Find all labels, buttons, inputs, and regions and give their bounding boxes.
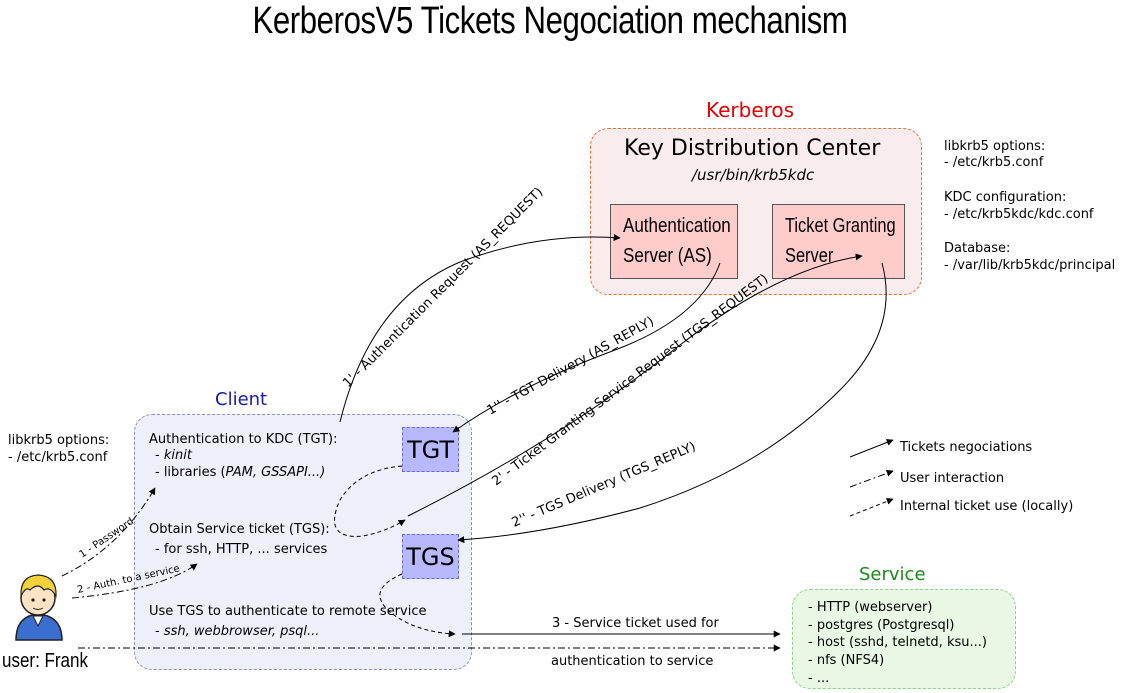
auth-item-libraries: - libraries (PAM, GSSAPI...)	[155, 463, 325, 482]
kdc-note-5: Database:	[944, 241, 1011, 256]
kdc-note-4: - /etc/krb5kdc/kdc.conf	[944, 207, 1094, 222]
arrow-tgs-internal	[379, 573, 456, 638]
legend-tickets-line	[849, 439, 894, 458]
tgs-ticket: TGS	[402, 534, 459, 579]
ticket-granting-server: Ticket Granting Server	[772, 204, 905, 279]
arrow-as-request-label: 1' - Authentication Request (AS_REQUEST)	[340, 185, 546, 391]
as-line-1: Authentication	[623, 215, 731, 237]
legend-internal-label: Internal ticket use (locally)	[900, 499, 1074, 514]
arrow-password	[61, 487, 156, 577]
kdc-note-6: - /var/lib/krb5kdc/principal	[944, 258, 1116, 273]
client-label: Client	[215, 389, 268, 410]
diagram-title: KerberosV5 Tickets Negociation mechanism	[252, 0, 848, 42]
arrow-tgt-delivery-label: 1'' - TGT Delivery (AS_REPLY)	[485, 314, 657, 418]
kdc-note-2: - /etc/krb5.conf	[944, 155, 1044, 170]
arrow-auth-to-service-label: authentication to service	[551, 654, 713, 669]
kdc-path: /usr/bin/krb5kdc	[692, 166, 815, 184]
libraries-list: PAM, GSSAPI...)	[225, 465, 326, 480]
arrow-service-ticket-label: 3 - Service ticket used for	[552, 616, 719, 631]
arrow-tgs-delivery	[457, 262, 887, 544]
arrow-tgt-internal	[334, 465, 406, 537]
legend-internal-line	[849, 498, 894, 517]
use-item: - ssh, webbrowser, psql...	[155, 624, 320, 639]
obtain-title: Obtain Service ticket (TGS):	[149, 522, 330, 537]
service-item-5: - ...	[808, 671, 830, 686]
kerberos-label: Kerberos	[706, 98, 795, 122]
kdc-note-3: KDC configuration:	[944, 190, 1067, 205]
service-item-1: - HTTP (webserver)	[808, 600, 933, 615]
service-item-3: - host (sshd, telnetd, ksu...)	[808, 635, 987, 650]
arrow-as-request	[339, 234, 621, 423]
user-label: user: Frank	[2, 650, 88, 672]
user-avatar-icon	[15, 574, 63, 641]
legend-user-line	[849, 469, 894, 488]
auth-title: Authentication to KDC (TGT):	[149, 432, 338, 447]
libraries-prefix: - libraries (	[155, 465, 226, 480]
auth-item-kinit: - kinit	[155, 448, 192, 463]
use-item-text: ssh, webbrowser, psql...	[163, 624, 320, 639]
kdc-note-1: libkrb5 options:	[944, 139, 1046, 154]
as-line-2: Server (AS)	[623, 245, 712, 267]
client-note-2: - /etc/krb5.conf	[8, 450, 108, 465]
arrow-password-label: 1 - Password	[78, 516, 136, 560]
tgt-ticket: TGT	[402, 427, 459, 472]
client-note-1: libkrb5 options:	[8, 433, 110, 448]
use-title: Use TGS to authenticate to remote servic…	[149, 604, 427, 619]
service-item-4: - nfs (NFS4)	[808, 653, 885, 668]
arrow-tgt-delivery	[452, 262, 721, 433]
tgs-line-1: Ticket Granting	[785, 215, 896, 237]
service-label: Service	[859, 564, 926, 585]
legend-user-label: User interaction	[900, 471, 1005, 486]
legend-tickets-label: Tickets negociations	[900, 440, 1033, 455]
service-item-2: - postgres (Postgresql)	[808, 618, 955, 633]
kdc-title: Key Distribution Center	[624, 136, 881, 161]
authentication-server: Authentication Server (AS)	[610, 204, 738, 279]
service-box	[792, 589, 1016, 689]
obtain-item: - for ssh, HTTP, ... services	[155, 542, 328, 557]
tgs-line-2: Server	[785, 245, 834, 267]
arrow-tgs-request	[407, 253, 863, 517]
arrow-auth-service	[71, 563, 198, 599]
kinit-text: kinit	[163, 448, 192, 463]
